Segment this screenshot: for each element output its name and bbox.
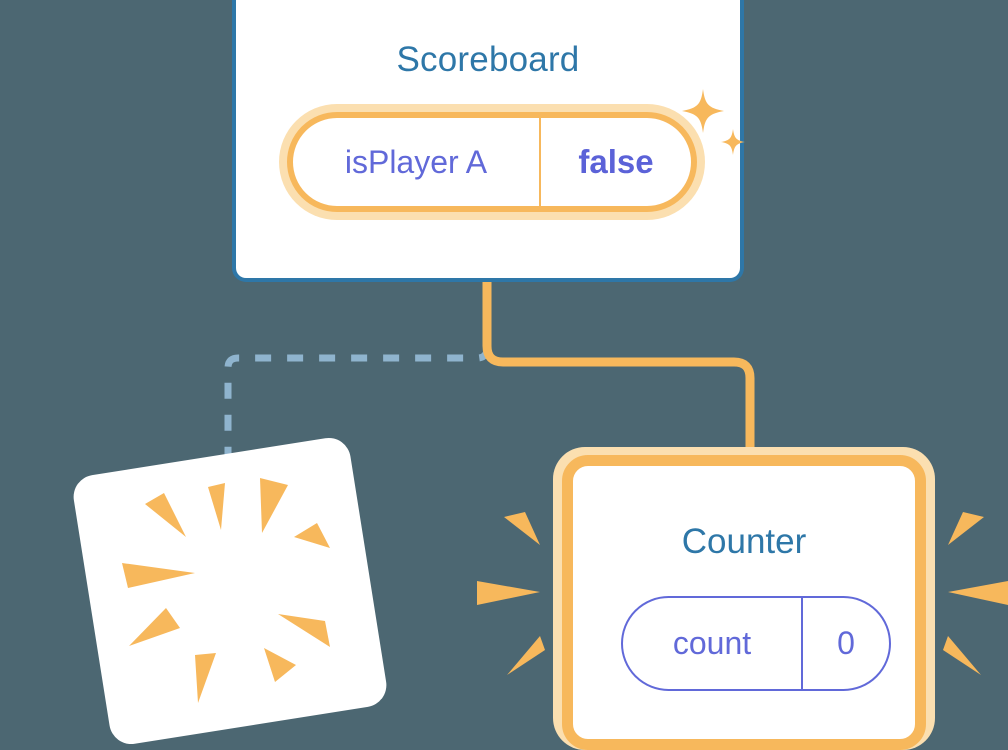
burst-ray [948,512,984,545]
sparkle-small-icon [721,129,745,155]
orange-connector-scoreboard-to-counter [482,280,755,465]
burst-ray [129,608,180,646]
burst-ray [294,523,330,548]
burst-ray [145,493,186,537]
burst-ray [504,512,540,545]
burst-ray [948,581,1008,605]
burst-ray [208,483,225,530]
scoreboard-state-pill[interactable]: isPlayer A false [287,112,697,212]
burst-ray [278,614,330,647]
counter-state-pill[interactable]: count 0 [621,596,891,691]
scoreboard-card[interactable]: Scoreboard isPlayer A false [232,0,745,282]
sparkle-large-icon [682,89,724,133]
burst-ray [260,478,288,533]
burst-ray [507,636,545,675]
sparkle-group [682,89,745,155]
counter-title: Counter [681,522,807,561]
scoreboard-state-value: false [578,143,654,180]
counter-state-value: 0 [837,625,855,661]
burst-ray [264,648,296,682]
scoreboard-title: Scoreboard [396,40,580,79]
burst-ray [122,563,195,588]
burst-ray [195,653,216,703]
burst-ray [477,581,540,605]
scoreboard-state-key: isPlayer A [293,118,541,206]
counter-card[interactable]: Counter count 0 [562,455,926,750]
burst-ray [943,636,981,675]
counter-state-key: count [623,598,803,689]
